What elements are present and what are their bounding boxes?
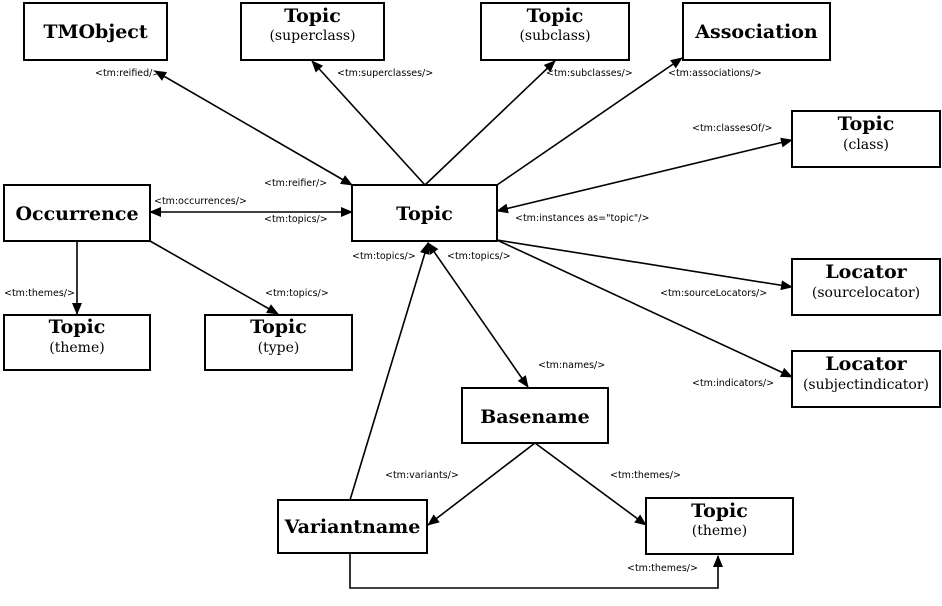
edge-reified	[154, 70, 353, 186]
node-title: Topic	[49, 316, 106, 338]
node-occurrence: Occurrence	[3, 184, 151, 242]
label-classes-of: <tm:classesOf/>	[692, 123, 773, 134]
edge-source-locators	[496, 239, 793, 291]
node-variantname: Variantname	[277, 499, 428, 554]
label-topics-left: <tm:topics/>	[352, 251, 416, 262]
node-title: Topic	[396, 203, 453, 225]
label-topics-right: <tm:topics/>	[447, 251, 511, 262]
edge-classes-instances	[496, 137, 793, 214]
node-topic-subclass: Topic (subclass)	[480, 2, 630, 61]
node-association: Association	[682, 2, 831, 61]
node-subtitle: (superclass)	[269, 28, 355, 44]
node-subtitle: (theme)	[49, 340, 104, 356]
edge-labels: <tm:reified/> <tm:superclasses/> <tm:sub…	[4, 68, 774, 574]
edge-names	[427, 242, 529, 388]
node-subtitle: (theme)	[692, 523, 747, 539]
edge-subclasses	[424, 60, 556, 186]
node-title: Variantname	[284, 516, 421, 538]
node-title: Topic	[691, 500, 748, 522]
node-locator-source: Locator (sourcelocator)	[791, 258, 941, 316]
node-basename: Basename	[461, 387, 609, 444]
node-subtitle: (subclass)	[519, 28, 590, 44]
node-title: Topic	[284, 5, 341, 27]
edge-variants	[427, 442, 536, 526]
node-title: Locator	[825, 353, 907, 375]
label-themes-occ: <tm:themes/>	[4, 288, 75, 299]
node-subtitle: (class)	[843, 137, 889, 153]
node-title: Locator	[825, 261, 907, 283]
label-variants: <tm:variants/>	[385, 470, 459, 481]
node-subtitle: (type)	[258, 340, 300, 356]
edge-superclasses	[311, 60, 426, 186]
label-topics-type: <tm:topics/>	[265, 288, 329, 299]
node-tmobject: TMObject	[23, 2, 168, 61]
label-reified: <tm:reified/>	[95, 68, 160, 79]
edge-variant-themes	[349, 553, 723, 589]
node-topic-type: Topic (type)	[204, 314, 353, 371]
node-topic-center: Topic	[351, 184, 498, 242]
label-topics-occ: <tm:topics/>	[264, 214, 328, 225]
node-title: Topic	[250, 316, 307, 338]
edge-occurrence-type	[149, 240, 279, 315]
node-topic-theme-variant: Topic (theme)	[645, 497, 794, 555]
label-associations: <tm:associations/>	[668, 68, 762, 79]
edge-variant-topics	[349, 242, 430, 501]
label-source-locators: <tm:sourceLocators/>	[660, 288, 767, 299]
node-title: Topic	[527, 5, 584, 27]
label-occurrences: <tm:occurrences/>	[154, 196, 247, 207]
node-title: Occurrence	[15, 203, 138, 225]
node-topic-superclass: Topic (superclass)	[240, 2, 385, 61]
label-themes-variant: <tm:themes/>	[627, 563, 698, 574]
node-title: TMObject	[43, 21, 148, 43]
node-title: Basename	[480, 406, 589, 428]
label-subclasses: <tm:subclasses/>	[546, 68, 633, 79]
edge-basename-themes	[534, 442, 647, 526]
node-locator-subject: Locator (subjectindicator)	[791, 350, 941, 408]
label-indicators: <tm:indicators/>	[692, 378, 774, 389]
label-instances: <tm:instances as="topic"/>	[515, 213, 649, 224]
node-subtitle: (sourcelocator)	[812, 285, 920, 301]
label-names: <tm:names/>	[538, 360, 605, 371]
node-topic-class: Topic (class)	[791, 110, 941, 168]
edge-indicators	[496, 239, 793, 378]
label-superclasses: <tm:superclasses/>	[337, 68, 433, 79]
node-subtitle: (subjectindicator)	[803, 377, 929, 393]
node-topic-theme-occurrence: Topic (theme)	[3, 314, 151, 371]
node-title: Topic	[838, 113, 895, 135]
label-reifier: <tm:reifier/>	[264, 178, 327, 189]
edges	[72, 57, 793, 589]
label-themes-base: <tm:themes/>	[610, 470, 681, 481]
node-title: Association	[694, 21, 818, 43]
